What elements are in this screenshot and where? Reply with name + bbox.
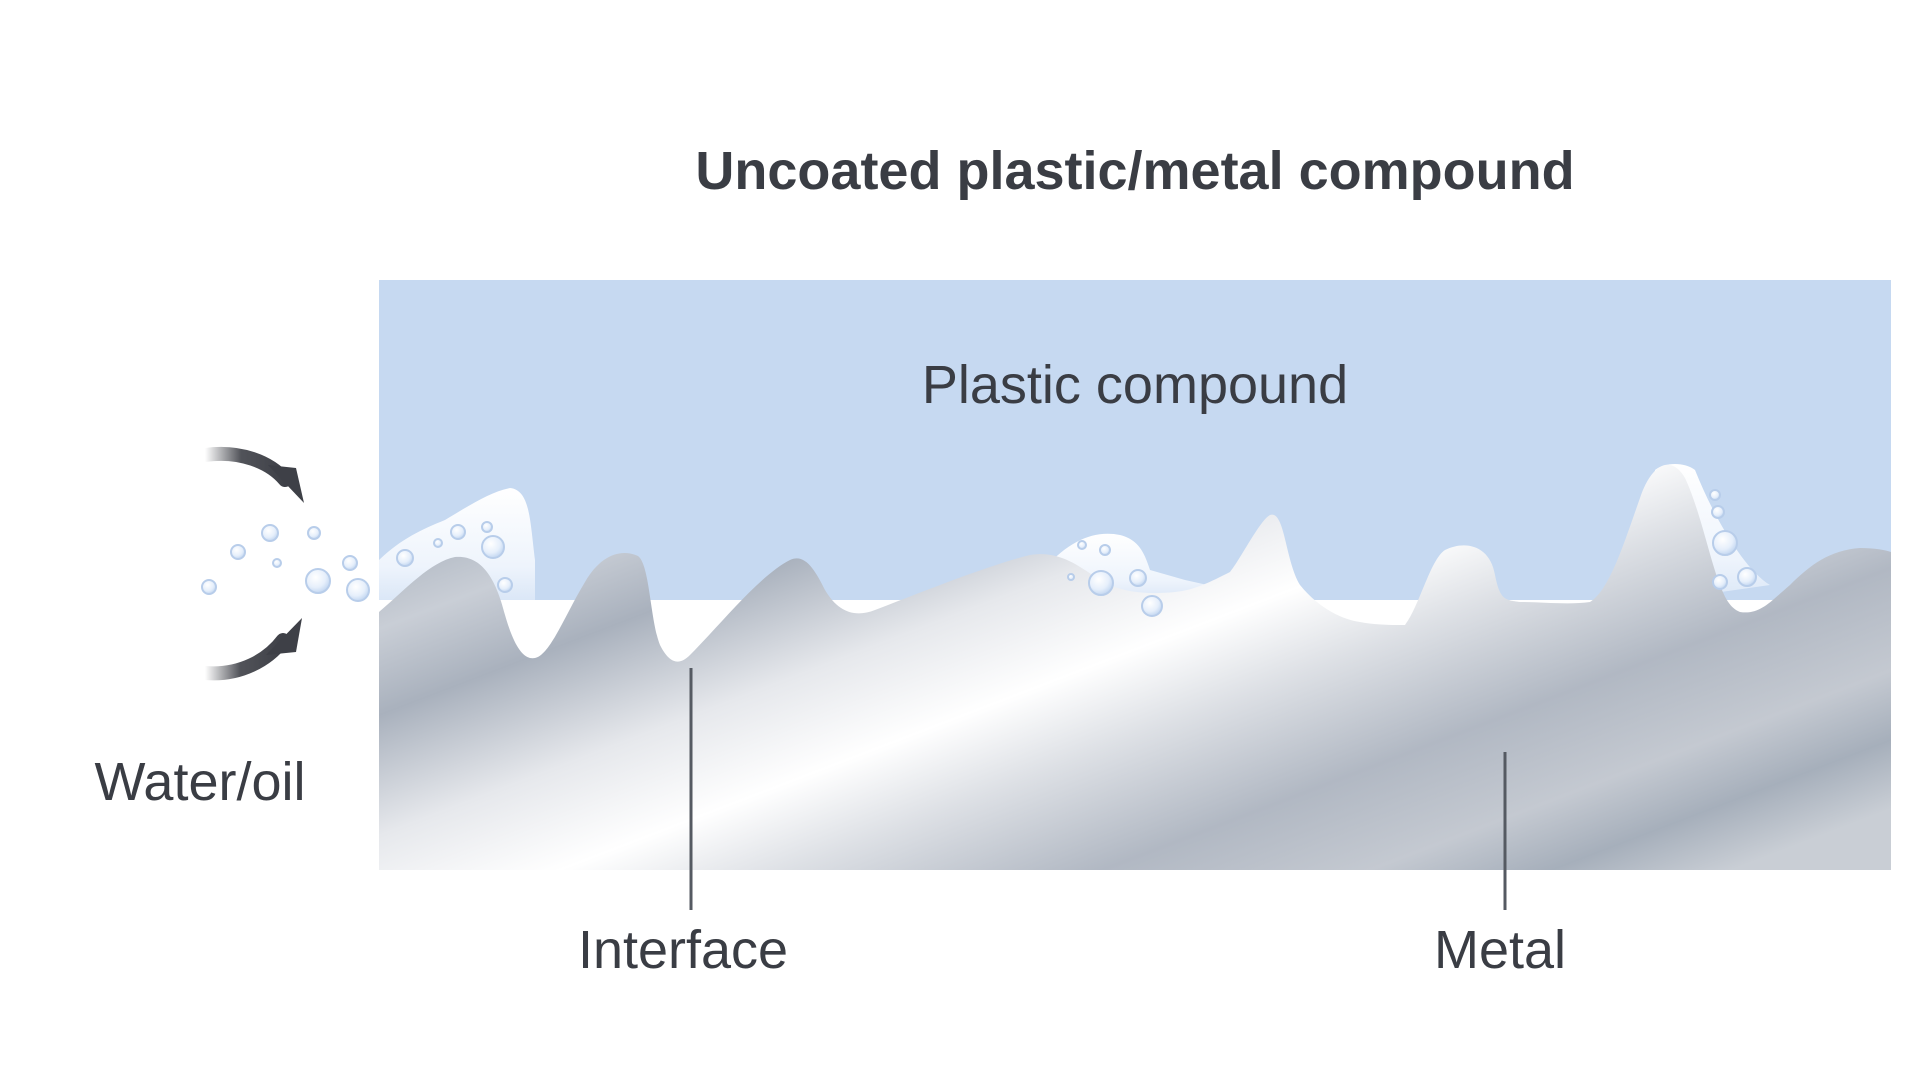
arrowhead-bottom <box>266 618 302 655</box>
bubble-icon <box>1129 569 1147 587</box>
bubble-icon <box>230 544 246 560</box>
water-oil-label: Water/oil <box>94 752 305 812</box>
metal-label: Metal <box>1434 920 1566 980</box>
inflow-arrows <box>198 446 304 681</box>
bubble-icon <box>346 578 370 602</box>
arrowhead-top <box>268 465 304 503</box>
bubble-icon <box>201 579 217 595</box>
interface-label: Interface <box>578 920 788 980</box>
bubble-icon <box>1737 567 1757 587</box>
bubble-icon <box>305 568 331 594</box>
bubble-icon <box>481 535 505 559</box>
bubble-icon <box>497 577 513 593</box>
bubble-icon <box>342 555 358 571</box>
bubble-icon <box>1141 595 1163 617</box>
bubble-icon <box>1712 530 1738 556</box>
bubble-icon <box>396 549 414 567</box>
bubble-icon <box>261 524 279 542</box>
bubble-icon <box>481 521 493 533</box>
bubble-icon <box>1712 574 1728 590</box>
bubble-icon <box>1088 570 1114 596</box>
bubble-icon <box>1711 505 1725 519</box>
bubble-icon <box>1067 573 1075 581</box>
bubble-icon <box>1099 544 1111 556</box>
bubble-icon <box>1709 489 1721 501</box>
plastic-compound-label: Plastic compound <box>922 355 1348 415</box>
bubble-icon <box>307 526 321 540</box>
bubbles <box>201 489 1757 617</box>
metal-substrate <box>379 464 1891 870</box>
bubble-icon <box>433 538 443 548</box>
curved-arrow-icon <box>198 633 290 681</box>
bubble-icon <box>272 558 282 568</box>
diagram-title: Uncoated plastic/metal compound <box>695 141 1574 201</box>
bubble-icon <box>1077 540 1087 550</box>
bubble-icon <box>450 524 466 540</box>
